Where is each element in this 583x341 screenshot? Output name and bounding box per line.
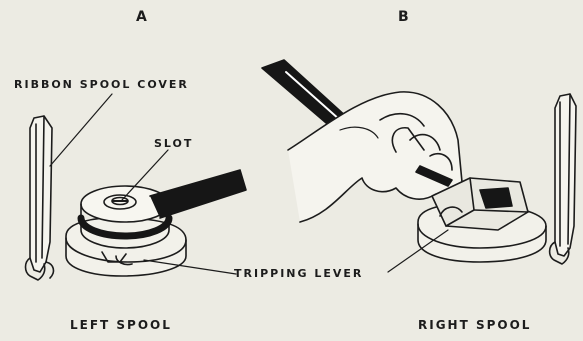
panel-a-letter: A (136, 10, 147, 24)
right-spool-cover-icon (550, 94, 576, 264)
left-spool-cover-icon (26, 116, 54, 280)
panel-b-letter: B (398, 10, 409, 24)
left-spool-caption: LEFT SPOOL (70, 319, 172, 331)
ribbon-spool-cover-label: RIBBON SPOOL COVER (14, 79, 189, 90)
slot-label: SLOT (154, 138, 193, 149)
right-spool-caption: RIGHT SPOOL (418, 319, 531, 331)
tripping-lever-label: TRIPPING LEVER (234, 268, 363, 279)
